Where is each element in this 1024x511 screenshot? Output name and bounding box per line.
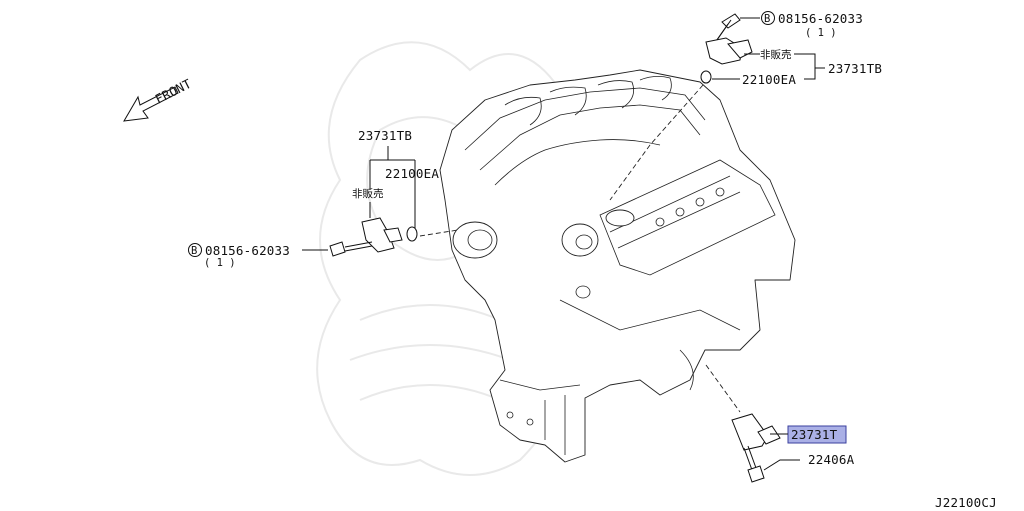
- top-not-sold-label: 非販売: [760, 48, 792, 61]
- left-callouts: 23731TB 22100EA 非販売 B 08156-62033 ( 1 ): [188, 128, 439, 269]
- front-label: FRONT: [153, 76, 194, 107]
- drawing-code: J22100CJ: [935, 495, 997, 510]
- bottom-bolt-code: 22406A: [808, 452, 855, 467]
- top-sensor-code: 23731TB: [828, 61, 882, 76]
- top-gasket-code: 22100EA: [742, 72, 796, 87]
- left-not-sold-label: 非販売: [352, 187, 384, 200]
- top-bolt-qty: ( 1 ): [805, 27, 837, 39]
- left-cam-sensor-assembly: [329, 217, 459, 257]
- front-direction-arrow: FRONT: [123, 76, 194, 122]
- engine-block: [439, 69, 796, 463]
- bottom-sensor-code: 23731T: [791, 427, 838, 442]
- left-bolt-prefix: B: [191, 245, 197, 257]
- left-bolt-qty: ( 1 ): [204, 257, 236, 269]
- left-bolt-code: 08156-62033: [205, 243, 290, 258]
- bottom-callouts: 23731T 22406A: [763, 425, 855, 471]
- watermark-emblem: [316, 41, 581, 476]
- top-callouts: B 08156-62033 ( 1 ) 非販売 22100EA 23731TB: [712, 11, 882, 87]
- bottom-crank-sensor-assembly: [705, 364, 781, 483]
- top-bolt-prefix: B: [764, 13, 770, 25]
- left-sensor-code: 23731TB: [358, 128, 412, 143]
- top-bolt-code: 08156-62033: [778, 11, 863, 26]
- left-gasket-code: 22100EA: [385, 166, 439, 181]
